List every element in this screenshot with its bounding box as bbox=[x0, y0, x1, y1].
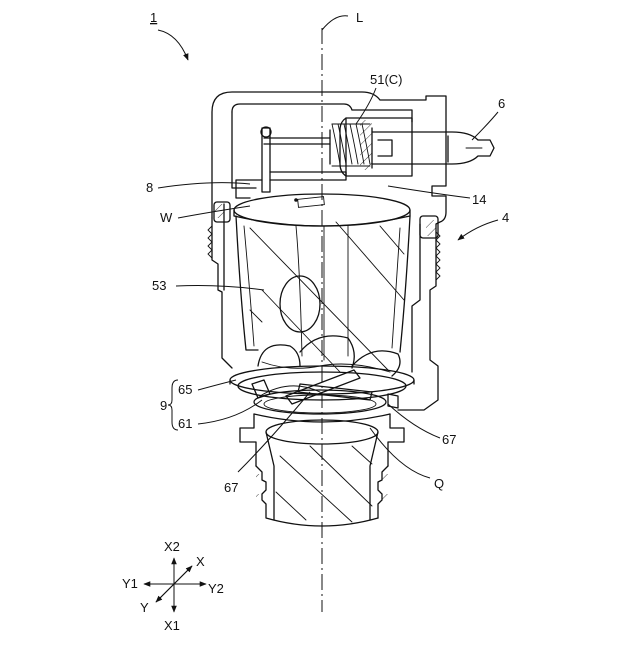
label-w: W bbox=[160, 210, 173, 225]
label-65: 65 bbox=[178, 382, 192, 397]
spring-51 bbox=[330, 120, 372, 170]
label-61: 61 bbox=[178, 416, 192, 431]
housing-4 bbox=[208, 92, 446, 410]
assembly-reference: 1 bbox=[150, 10, 188, 60]
label-51: 51(C) bbox=[370, 72, 403, 87]
axis-label-x: X bbox=[196, 554, 205, 569]
label-centerline: L bbox=[356, 10, 363, 25]
label-q: Q bbox=[434, 476, 444, 491]
axis-label-y1: Y1 bbox=[122, 576, 138, 591]
axis-label-y2: Y2 bbox=[208, 581, 224, 596]
float-53 bbox=[236, 216, 410, 376]
axis-triad: X2 X Y1 Y2 Y X1 bbox=[122, 539, 224, 633]
reference-numerals: 6 51(C) 8 14 W 4 53 9 65 61 67 67 Q bbox=[146, 72, 509, 495]
axis-label-x1: X1 bbox=[164, 618, 180, 633]
label-14: 14 bbox=[472, 192, 486, 207]
centerline-l: L bbox=[322, 10, 363, 612]
axis-label-x2: X2 bbox=[164, 539, 180, 554]
label-53: 53 bbox=[152, 278, 166, 293]
label-9: 9 bbox=[160, 398, 167, 413]
label-assembly: 1 bbox=[150, 10, 157, 25]
label-6: 6 bbox=[498, 96, 505, 111]
axis-label-y: Y bbox=[140, 600, 149, 615]
label-4: 4 bbox=[502, 210, 509, 225]
label-67-right: 67 bbox=[442, 432, 456, 447]
label-67-left: 67 bbox=[224, 480, 238, 495]
label-8: 8 bbox=[146, 180, 153, 195]
shaft-6 bbox=[264, 118, 494, 176]
